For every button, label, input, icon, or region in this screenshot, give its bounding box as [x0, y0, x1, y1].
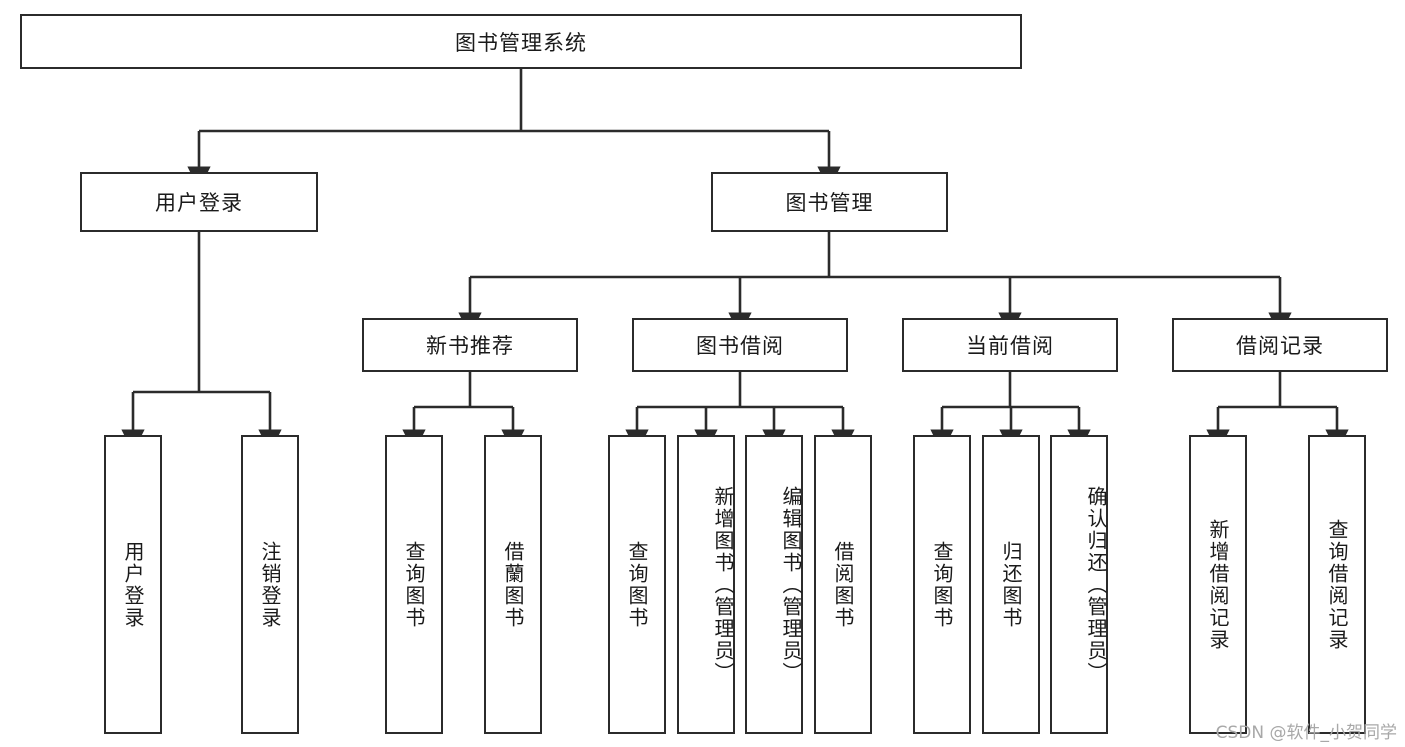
watermark-text: CSDN @软件_小贺同学: [1215, 723, 1397, 743]
level2-node-0[interactable]: 用户登录: [80, 172, 318, 232]
leaf-node-6[interactable]: 编辑图书（管理员）: [745, 435, 803, 734]
node-label: 新书推荐: [426, 334, 514, 358]
node-label: 借阅图书: [831, 540, 855, 629]
level3-node-3[interactable]: 借阅记录: [1172, 318, 1388, 372]
leaf-node-3[interactable]: 借蘭图书: [484, 435, 542, 734]
leaf-node-4[interactable]: 查询图书: [608, 435, 666, 734]
leaf-node-8[interactable]: 查询图书: [913, 435, 971, 734]
leaf-node-2[interactable]: 查询图书: [385, 435, 443, 734]
leaf-node-1[interactable]: 注销登录: [241, 435, 299, 734]
leaf-node-0[interactable]: 用户登录: [104, 435, 162, 734]
leaf-node-7[interactable]: 借阅图书: [814, 435, 872, 734]
leaf-node-10[interactable]: 确认归还（管理员）: [1050, 435, 1108, 734]
level3-node-1[interactable]: 图书借阅: [632, 318, 848, 372]
node-label: 查询借阅记录: [1325, 518, 1349, 651]
node-label: 借阅记录: [1236, 334, 1324, 358]
node-label: 图书管理: [785, 191, 874, 215]
node-label: 借蘭图书: [501, 540, 525, 629]
leaf-node-11[interactable]: 新增借阅记录: [1189, 435, 1247, 734]
level3-node-0[interactable]: 新书推荐: [362, 318, 578, 372]
level2-node-1[interactable]: 图书管理: [711, 172, 948, 232]
node-label: 图书借阅: [696, 334, 784, 358]
root-node-0[interactable]: 图书管理系统: [20, 14, 1022, 69]
leaf-node-9[interactable]: 归还图书: [982, 435, 1040, 734]
edges-group: [121, 69, 1349, 453]
level3-node-2[interactable]: 当前借阅: [902, 318, 1118, 372]
leaf-node-12[interactable]: 查询借阅记录: [1308, 435, 1366, 734]
node-label: 图书管理系统: [455, 30, 587, 55]
node-label: 查询图书: [625, 540, 649, 629]
node-label: 用户登录: [155, 191, 243, 215]
node-label: 新增图书（管理员）: [711, 485, 735, 684]
node-label: 用户登录: [121, 540, 145, 629]
node-label: 查询图书: [930, 540, 954, 629]
node-label: 当前借阅: [966, 334, 1054, 358]
leaf-node-5[interactable]: 新增图书（管理员）: [677, 435, 735, 734]
node-label: 新增借阅记录: [1206, 518, 1230, 651]
node-label: 归还图书: [999, 540, 1023, 629]
node-label: 查询图书: [402, 540, 426, 629]
node-label: 注销登录: [258, 540, 282, 629]
node-label: 确认归还（管理员）: [1084, 485, 1108, 684]
node-label: 编辑图书（管理员）: [779, 485, 803, 684]
